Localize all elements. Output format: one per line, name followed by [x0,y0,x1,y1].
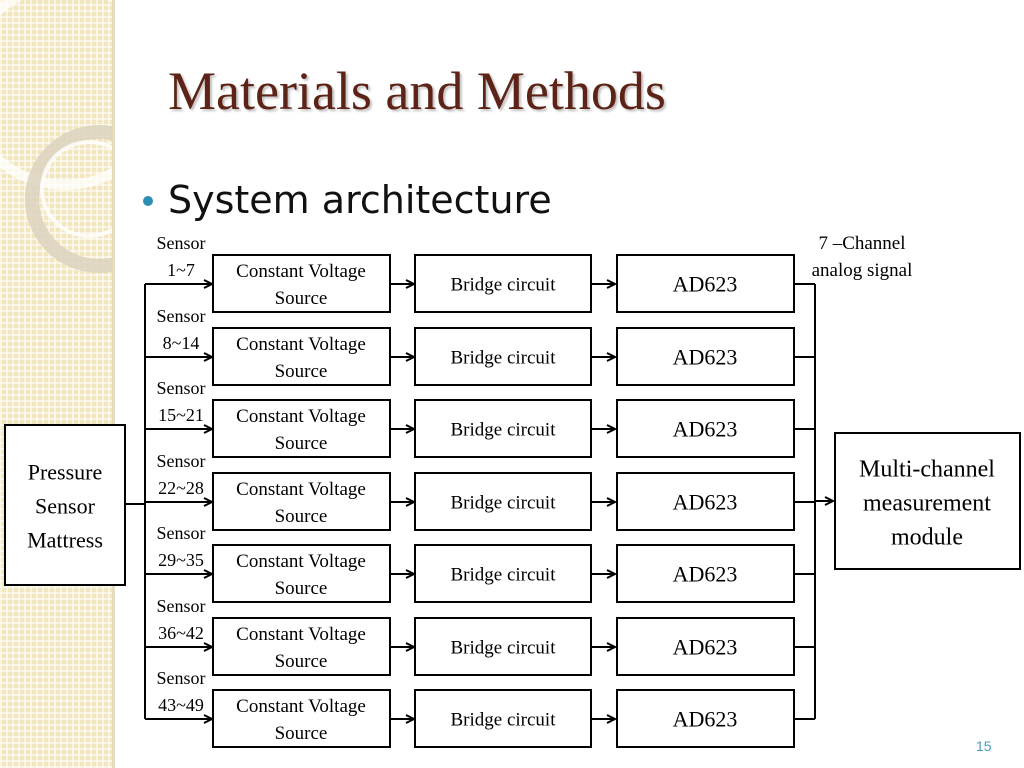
bridge-circuit-box [414,254,592,313]
ad623-amplifier-box [616,254,795,313]
ad623-amplifier-box [616,544,795,603]
multi-channel-measurement-module-box [834,432,1021,570]
bullet-text: System architecture [168,178,552,222]
constant-voltage-source-box [212,254,391,313]
constant-voltage-source-box [212,544,391,603]
ad623-amplifier-box [616,617,795,676]
ad623-label: AD623 [673,562,738,587]
bridge-circuit-box [414,544,592,603]
decorative-ring [40,140,112,238]
bridge-circuit-box [414,689,592,748]
bridge-circuit-label: Bridge circuit [451,710,557,731]
bridge-circuit-box [414,327,592,386]
ad623-label: AD623 [673,490,738,515]
bridge-circuit-label: Bridge circuit [451,493,557,514]
bridge-circuit-label: Bridge circuit [451,348,557,369]
sidebar-decoration [0,0,112,768]
constant-voltage-source-box [212,472,391,531]
bridge-circuit-label: Bridge circuit [451,565,557,586]
ad623-label: AD623 [673,417,738,442]
bridge-circuit-box [414,617,592,676]
ad623-label: AD623 [673,707,738,732]
constant-voltage-source-box [212,399,391,458]
ad623-label: AD623 [673,272,738,297]
slide-title: Materials and Methods [168,61,666,121]
bridge-circuit-label: Bridge circuit [451,638,557,659]
constant-voltage-source-box [212,327,391,386]
ad623-label: AD623 [673,635,738,660]
bridge-circuit-label: Bridge circuit [451,420,557,441]
ad623-label: AD623 [673,345,738,370]
bullet-icon [143,196,153,206]
ad623-amplifier-box [616,472,795,531]
ad623-amplifier-box [616,689,795,748]
pressure-sensor-mattress-box [4,424,126,586]
page-number: 15 [976,738,992,754]
constant-voltage-source-box [212,689,391,748]
bridge-circuit-box [414,472,592,531]
sidebar-edge [112,0,115,768]
bridge-circuit-label: Bridge circuit [451,275,557,296]
ad623-amplifier-box [616,399,795,458]
